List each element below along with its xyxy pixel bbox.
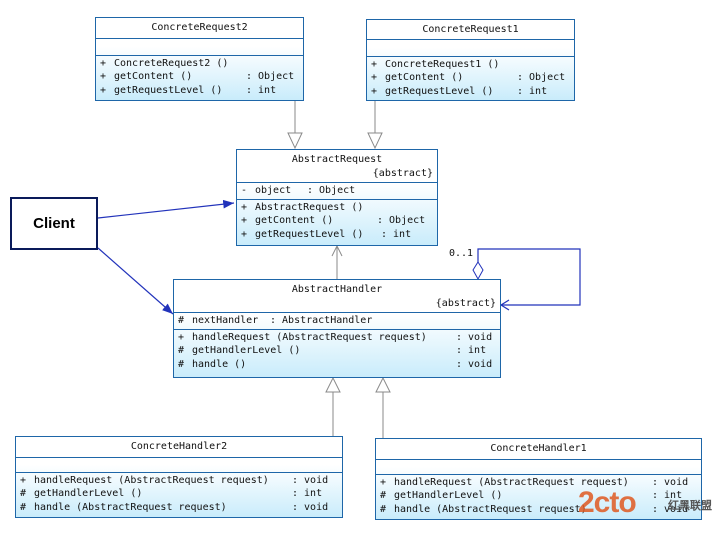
operation-row: +ConcreteRequest1 () <box>371 58 500 70</box>
client-box[interactable]: Client <box>10 197 98 250</box>
multiplicity-label: 0..1 <box>449 248 474 259</box>
attributes-section <box>16 456 342 472</box>
class-concrete-request1[interactable]: ConcreteRequest1 +ConcreteRequest1 () +g… <box>366 19 575 101</box>
generalization-concrete-handler1 <box>375 376 391 438</box>
operation-row: +handleRequest (AbstractRequest request)… <box>380 476 689 488</box>
class-abstract-request[interactable]: AbstractRequest {abstract} -object: Obje… <box>236 149 438 246</box>
watermark-subtext: 红黑联盟 <box>668 500 712 512</box>
class-concrete-request2[interactable]: ConcreteRequest2 +ConcreteRequest2 () +g… <box>95 17 304 101</box>
operation-row: +ConcreteRequest2 () <box>100 57 229 69</box>
class-name: AbstractHandler <box>291 284 383 295</box>
operation-row: #getHandlerLevel (): int <box>20 488 323 499</box>
generalization-concrete-request1 <box>367 101 383 150</box>
operations-section: +handleRequest (AbstractRequest request)… <box>16 471 342 516</box>
operation-row: +AbstractRequest () <box>241 201 364 213</box>
operation-row: #handle (AbstractRequest request): void <box>380 503 689 515</box>
operation-row: +handleRequest (AbstractRequest request)… <box>20 474 329 486</box>
operations-section: +handleRequest (AbstractRequest request)… <box>376 473 701 518</box>
dependency-handler-to-request <box>331 244 343 279</box>
operation-row: +handleRequest (AbstractRequest request)… <box>178 331 493 343</box>
operation-row: +getContent (): Object <box>241 215 426 226</box>
operation-row: +getRequestLevel (): int <box>241 228 412 240</box>
attributes-section <box>376 458 701 474</box>
association-client-handler <box>97 247 174 315</box>
class-name: ConcreteRequest1 <box>422 24 519 35</box>
watermark-logo: 2cto <box>578 486 637 519</box>
attribute-row: #nextHandler: AbstractHandler <box>178 315 373 326</box>
association-client-request <box>97 199 235 219</box>
operations-section: +handleRequest (AbstractRequest request)… <box>174 328 500 373</box>
attributes-section <box>367 38 574 56</box>
class-name: ConcreteRequest2 <box>151 22 248 33</box>
generalization-concrete-handler2 <box>325 376 341 436</box>
attributes-section: #nextHandler: AbstractHandler <box>174 312 500 329</box>
self-association-next-handler <box>472 248 581 311</box>
operations-section: +ConcreteRequest2 () +getContent (): Obj… <box>96 54 303 99</box>
operation-row: #getHandlerLevel (): int <box>178 345 487 356</box>
operations-section: +ConcreteRequest1 () +getContent (): Obj… <box>367 55 574 100</box>
operation-row: +getRequestLevel (): int <box>100 84 277 96</box>
attributes-section: -object: Object <box>237 182 437 199</box>
operation-row: #handle (): void <box>178 358 493 370</box>
class-name: ConcreteHandler1 <box>490 443 587 454</box>
operation-row: +getContent (): Object <box>100 71 295 82</box>
operation-row: +getContent (): Object <box>371 72 566 83</box>
attribute-row: -object: Object <box>241 185 356 196</box>
operation-row: #getHandlerLevel (): int <box>380 490 683 501</box>
class-name: AbstractRequest <box>291 154 383 165</box>
operations-section: +AbstractRequest () +getContent (): Obje… <box>237 198 437 243</box>
class-concrete-handler2[interactable]: ConcreteHandler2 +handleRequest (Abstrac… <box>15 436 343 518</box>
operation-row: #handle (AbstractRequest request): void <box>20 501 329 513</box>
stereotype-label: {abstract} <box>372 167 433 179</box>
class-name: ConcreteHandler2 <box>130 441 228 452</box>
attributes-section <box>96 37 303 55</box>
stereotype-label: {abstract} <box>435 297 496 309</box>
operation-row: +getRequestLevel (): int <box>371 85 548 97</box>
generalization-concrete-request2 <box>287 101 303 150</box>
class-concrete-handler1[interactable]: ConcreteHandler1 +handleRequest (Abstrac… <box>375 438 702 520</box>
class-abstract-handler[interactable]: AbstractHandler {abstract} #nextHandler:… <box>173 279 501 378</box>
